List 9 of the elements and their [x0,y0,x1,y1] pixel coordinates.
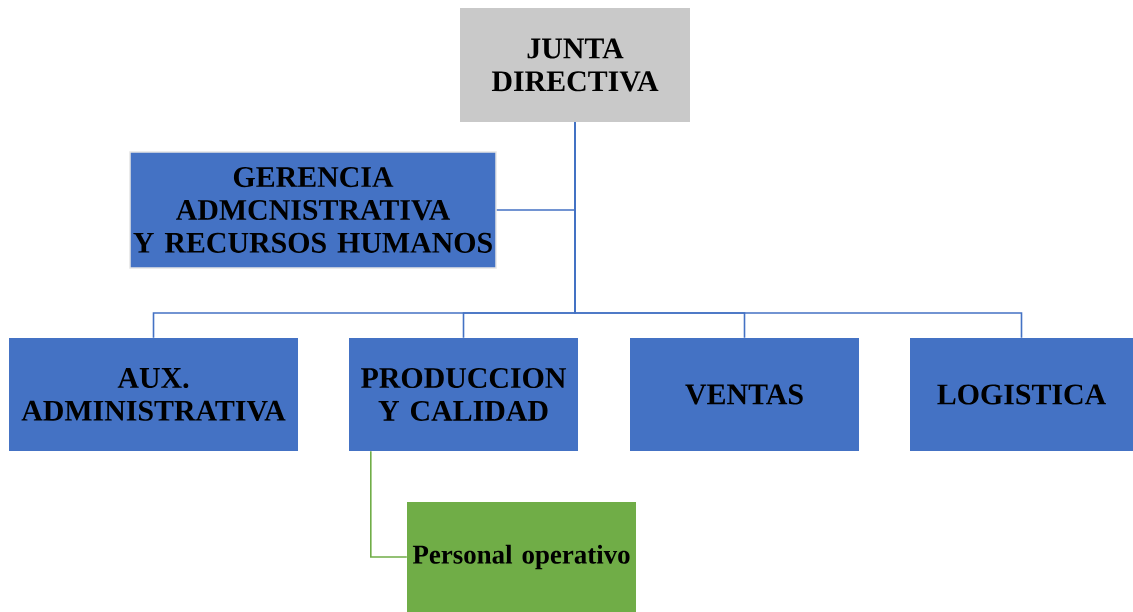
board-box: JUNTA DIRECTIVA [460,8,690,122]
department-box: AUX. ADMINISTRATIVA [9,338,298,451]
department-box: PRODUCCION Y CALIDAD [349,338,578,451]
connector-line [370,450,408,558]
management-box: GERENCIA ADMCNISTRATIVA Y RECURSOS HUMANOS [129,151,497,269]
connector-line [574,121,1023,339]
staff-box: Personal operativo [407,502,636,612]
department-box: LOGISTICA [910,338,1133,451]
department-box: VENTAS [630,338,859,451]
